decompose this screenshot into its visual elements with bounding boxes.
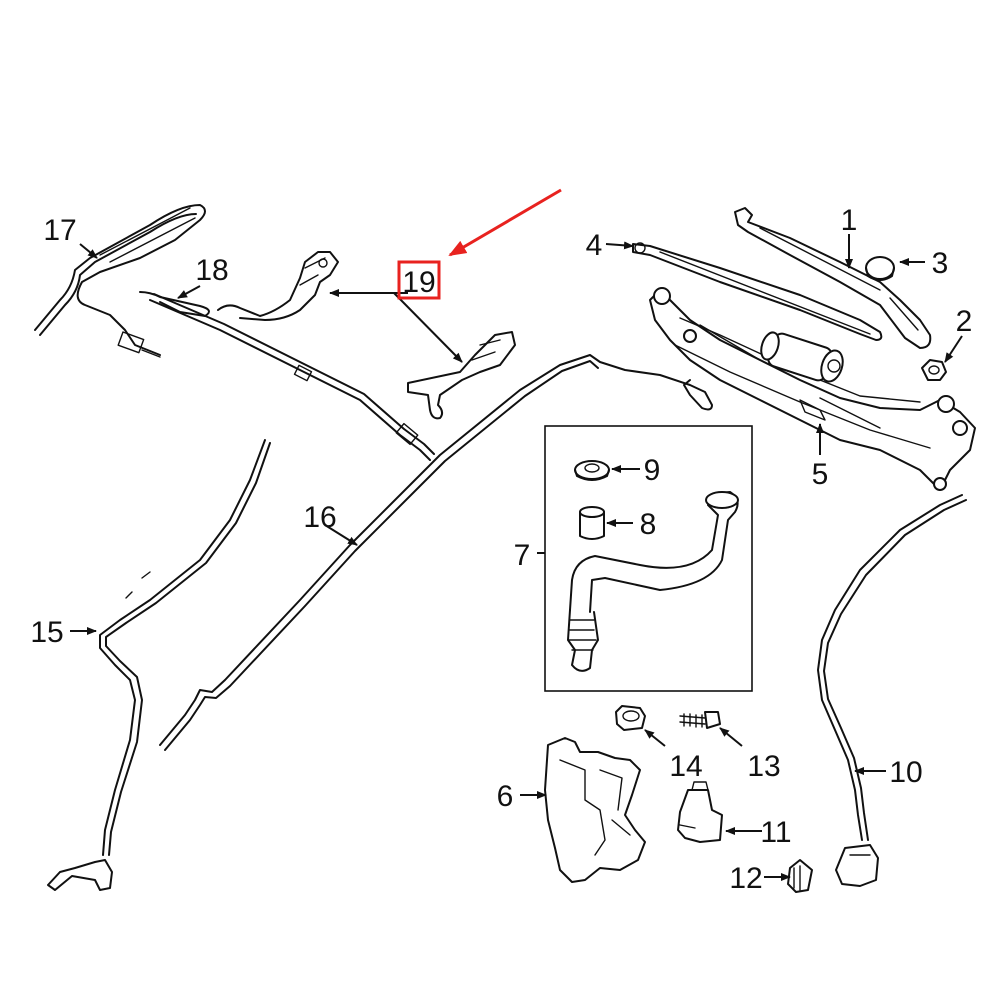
- callout-15: 15: [30, 616, 63, 649]
- part-6-reservoir: [544, 737, 646, 883]
- part-1-wiper-arm: [734, 207, 932, 349]
- part-19-lower-clip: [407, 331, 516, 420]
- leader-lines: [70, 234, 963, 881]
- highlight-box: [397, 260, 441, 300]
- callout-10: 10: [889, 756, 922, 789]
- part-3-cap: [865, 256, 895, 281]
- part-9-grommet: [574, 460, 610, 481]
- part-14-nut: [615, 705, 646, 731]
- callout-9: 9: [644, 454, 661, 487]
- part-10-pump-hose: [817, 494, 967, 887]
- callout-14: 14: [669, 750, 702, 783]
- callout-5: 5: [812, 458, 829, 491]
- part-2-nut: [921, 359, 947, 381]
- callout-4: 4: [586, 229, 603, 262]
- highlight-marker: [397, 188, 562, 300]
- part-12-grommet: [787, 859, 813, 893]
- kit-box: [544, 425, 753, 692]
- part-8-sleeve: [579, 506, 605, 540]
- callout-8: 8: [640, 508, 657, 541]
- part-11-pump: [677, 781, 723, 843]
- part-4-wiper-blade: [632, 242, 883, 341]
- part-17-hose-bracket: [34, 204, 206, 358]
- part-16-hose: [159, 354, 713, 751]
- part-13-screw: [679, 711, 721, 729]
- callout-13: 13: [747, 750, 780, 783]
- part-5-wiper-linkage: [649, 287, 976, 491]
- part-19-upper-bracket: [217, 251, 339, 321]
- highlight-arrow: [448, 188, 562, 257]
- callout-7: 7: [514, 539, 531, 572]
- callout-1: 1: [841, 204, 858, 237]
- callout-3: 3: [932, 247, 949, 280]
- callout-16: 16: [303, 501, 336, 534]
- part-7-filler-neck: [567, 491, 739, 672]
- callout-18: 18: [195, 254, 228, 287]
- part-15-hose: [47, 439, 271, 891]
- callout-19: 19: [402, 266, 435, 299]
- callout-17: 17: [43, 214, 76, 247]
- callout-2: 2: [956, 305, 973, 338]
- callout-6: 6: [497, 780, 514, 813]
- callout-12: 12: [729, 862, 762, 895]
- callout-11: 11: [760, 816, 791, 849]
- callout-labels: 1 2 3 4 5 6 7 8 9 10 11 12 13 14 15 16 1…: [30, 204, 972, 895]
- part-18-cable: [139, 291, 435, 461]
